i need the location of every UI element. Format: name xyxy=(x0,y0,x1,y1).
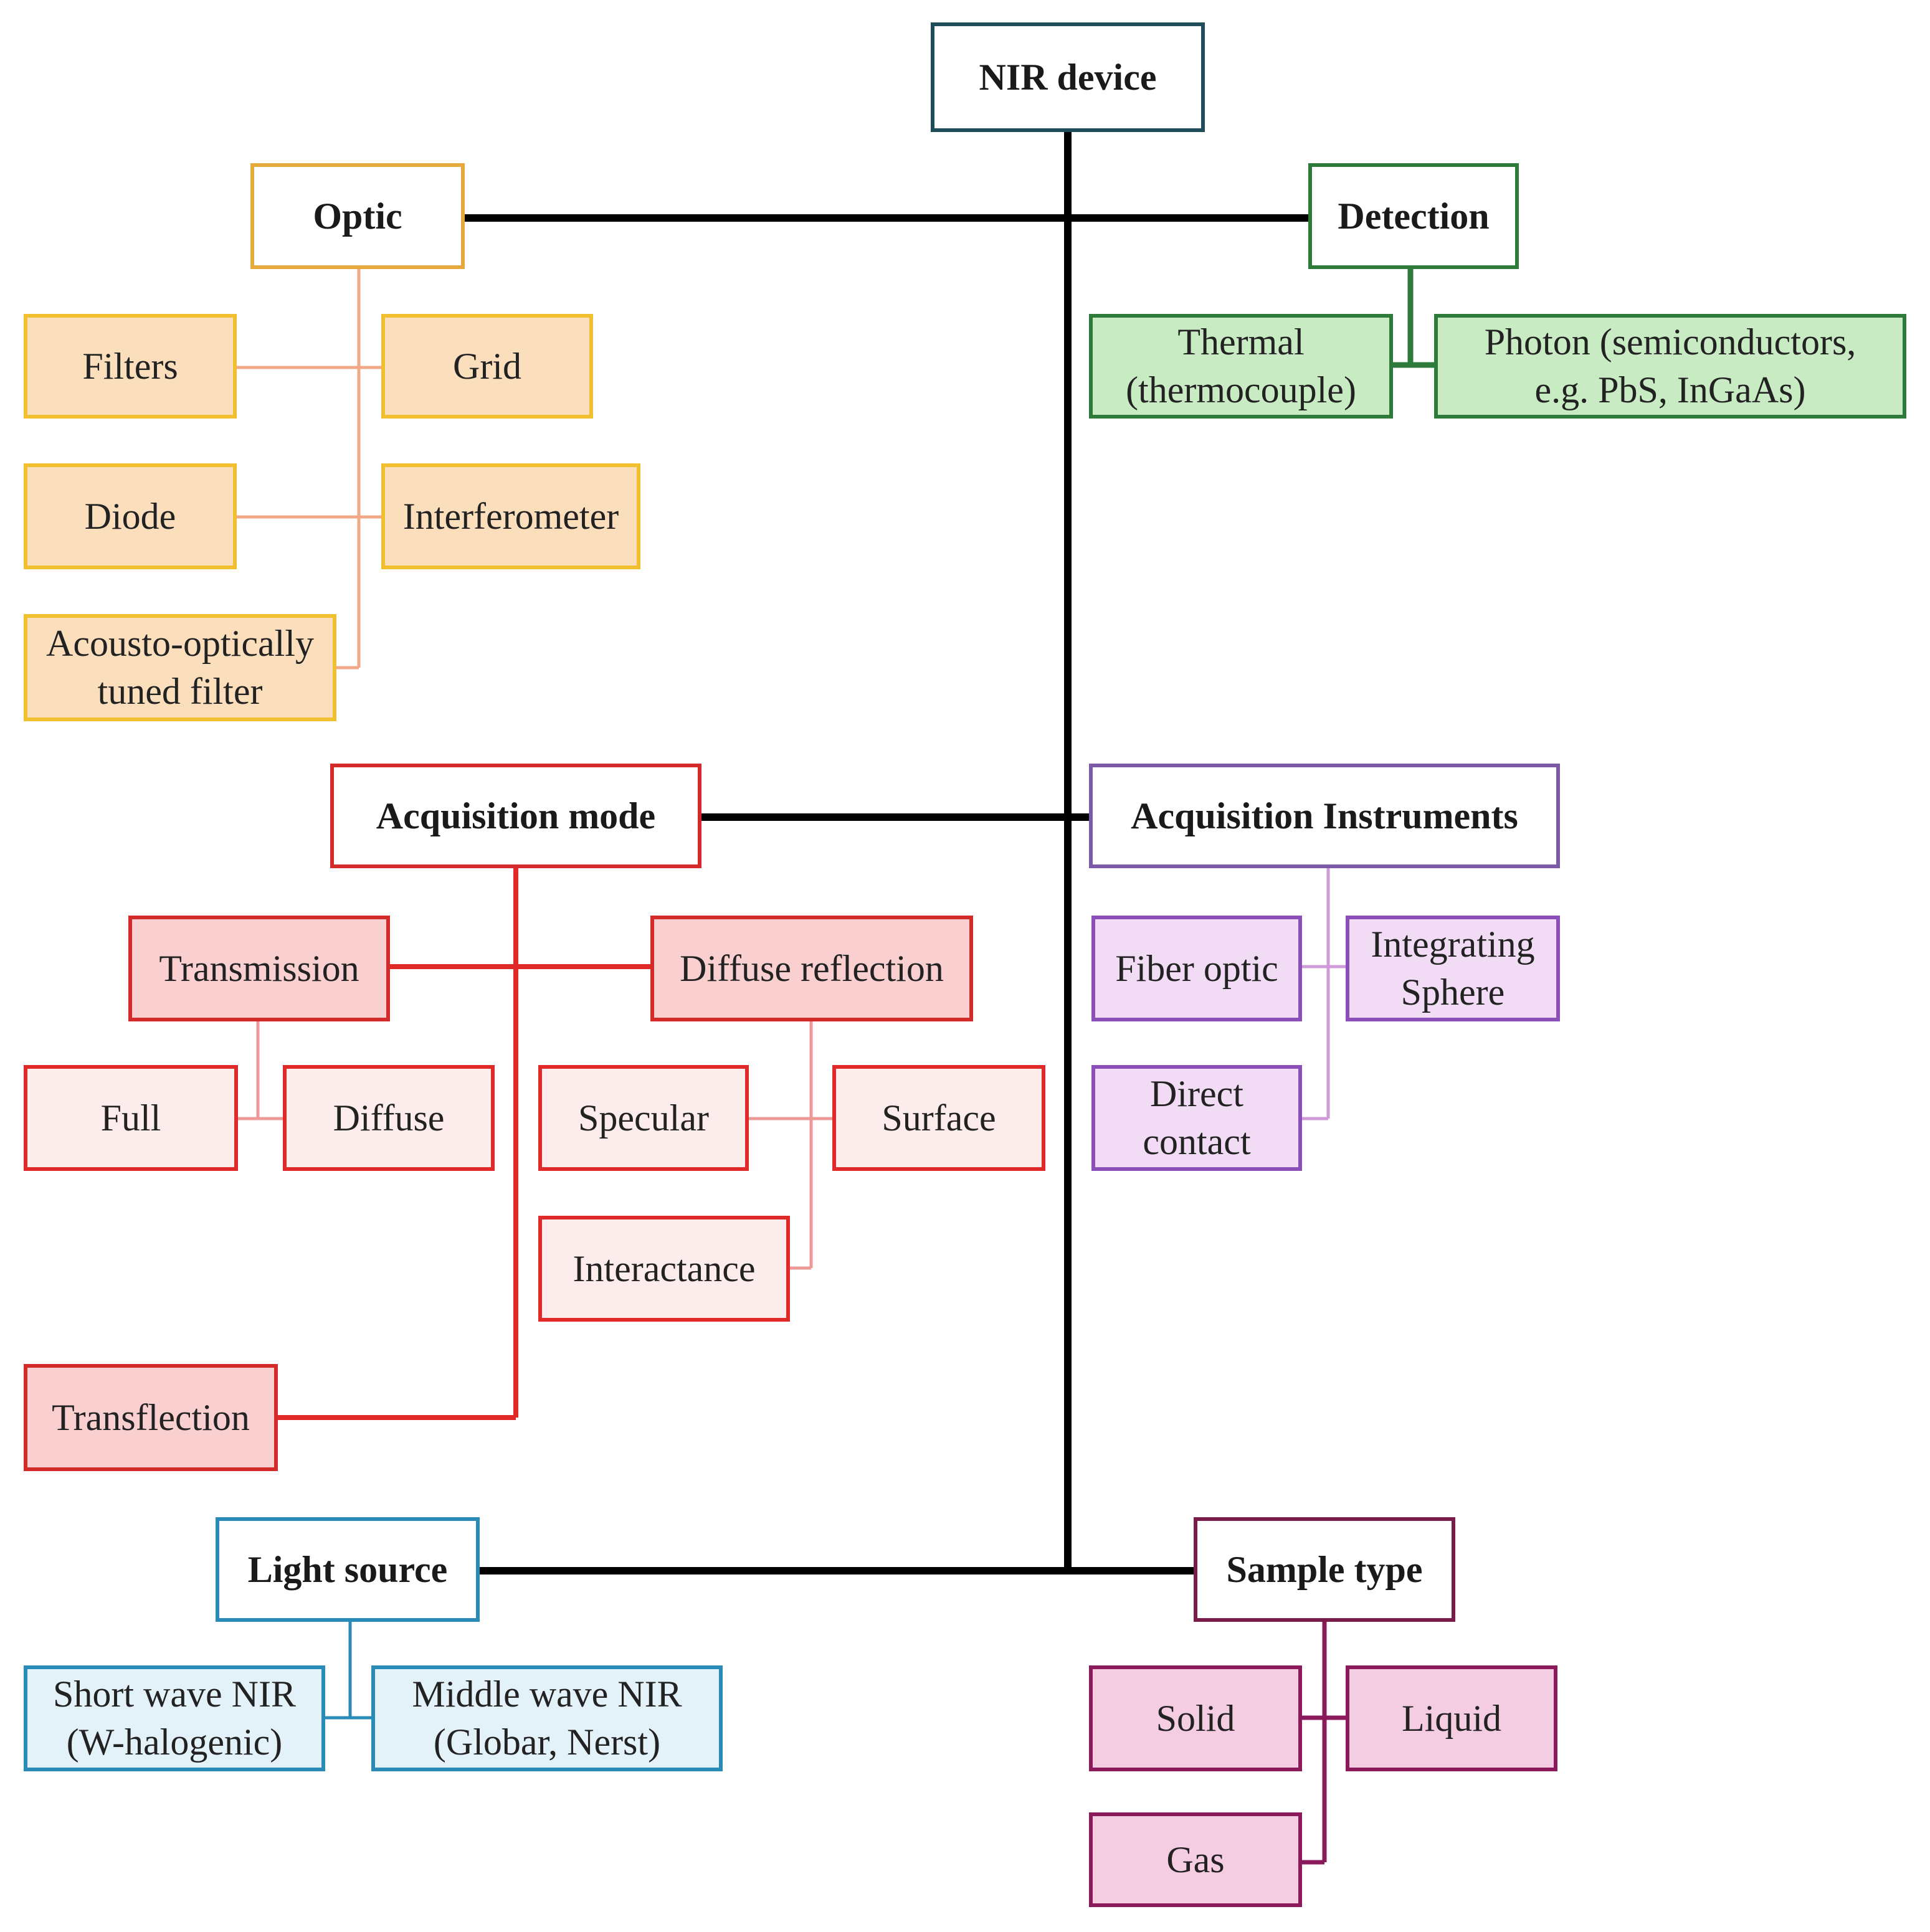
short-wave-label-line-2: (W-halogenic) xyxy=(66,1721,283,1763)
optic-label: Optic xyxy=(313,195,402,237)
node-surface: Surface xyxy=(832,1065,1045,1171)
nir-device-label: NIR device xyxy=(979,56,1157,98)
node-transflection: Transflection xyxy=(24,1364,278,1471)
integrating-sphere-label-line-2: Sphere xyxy=(1400,972,1505,1013)
acquisition-mode-label: Acquisition mode xyxy=(376,795,656,836)
node-acquisition-mode: Acquisition mode xyxy=(330,764,701,868)
node-gas: Gas xyxy=(1089,1812,1302,1907)
photon-label-line-2: e.g. PbS, InGaAs) xyxy=(1534,369,1806,410)
trunk-lines xyxy=(465,132,1308,1574)
integrating-sphere-label-line-1: Integrating xyxy=(1371,924,1535,965)
transflection-label: Transflection xyxy=(52,1396,250,1438)
node-direct-contact: Direct contact xyxy=(1091,1065,1302,1171)
node-nir-device: NIR device xyxy=(931,22,1205,132)
middle-wave-label-line-1: Middle wave NIR xyxy=(412,1674,682,1715)
node-light-source: Light source xyxy=(216,1517,480,1622)
node-transmission: Transmission xyxy=(128,916,390,1021)
fiber-optic-label: Fiber optic xyxy=(1115,947,1278,989)
short-wave-label-line-1: Short wave NIR xyxy=(53,1674,296,1715)
diffuse-reflection-label: Diffuse reflection xyxy=(680,947,944,989)
aotf-label-line-2: tuned filter xyxy=(97,671,263,712)
acquisition-instruments-label: Acquisition Instruments xyxy=(1131,795,1518,836)
diffuse-label: Diffuse xyxy=(333,1097,445,1139)
direct-contact-label-line-1: Direct xyxy=(1150,1073,1243,1115)
liquid-label: Liquid xyxy=(1402,1697,1501,1739)
light-source-branch-lines xyxy=(325,1622,371,1720)
full-label: Full xyxy=(100,1097,161,1139)
diode-label: Diode xyxy=(84,495,176,537)
grid-label: Grid xyxy=(453,345,521,387)
specular-label: Specular xyxy=(578,1097,709,1139)
acquisition-mode-branch-lines xyxy=(278,868,650,1420)
node-interactance: Interactance xyxy=(538,1216,790,1322)
node-fiber-optic: Fiber optic xyxy=(1091,916,1302,1021)
interactance-label: Interactance xyxy=(573,1248,756,1289)
detection-label: Detection xyxy=(1338,195,1490,237)
node-liquid: Liquid xyxy=(1346,1665,1557,1771)
sample-type-branch-lines xyxy=(1302,1622,1346,1865)
node-solid: Solid xyxy=(1089,1665,1302,1771)
node-specular: Specular xyxy=(538,1065,749,1171)
acquisition-sub-branch-lines xyxy=(238,1021,832,1270)
solid-label: Solid xyxy=(1156,1697,1235,1739)
optic-branch-lines xyxy=(237,269,381,670)
instruments-branch-lines xyxy=(1302,868,1346,1120)
node-thermal: Thermal (thermocouple) xyxy=(1089,314,1393,419)
node-short-wave-nir: Short wave NIR (W-halogenic) xyxy=(24,1665,325,1771)
node-sample-type: Sample type xyxy=(1194,1517,1455,1622)
thermal-label-line-1: Thermal xyxy=(1177,321,1305,363)
node-diffuse-reflection: Diffuse reflection xyxy=(650,916,973,1021)
light-source-label: Light source xyxy=(247,1548,448,1590)
middle-wave-label-line-2: (Globar, Nerst) xyxy=(433,1721,661,1763)
node-acousto-optically-tuned-filter: Acousto-optically tuned filter xyxy=(24,614,336,721)
thermal-label-line-2: (thermocouple) xyxy=(1126,369,1356,410)
detection-branch-lines xyxy=(1393,269,1434,368)
node-diffuse: Diffuse xyxy=(283,1065,495,1171)
interferometer-label: Interferometer xyxy=(402,495,619,537)
surface-label: Surface xyxy=(882,1097,996,1139)
gas-label: Gas xyxy=(1166,1839,1225,1880)
node-filters: Filters xyxy=(24,314,237,419)
direct-contact-label-line-2: contact xyxy=(1143,1121,1251,1162)
node-full: Full xyxy=(24,1065,238,1171)
node-optic: Optic xyxy=(250,163,465,269)
sample-type-label: Sample type xyxy=(1226,1548,1423,1590)
node-detection: Detection xyxy=(1308,163,1519,269)
node-acquisition-instruments: Acquisition Instruments xyxy=(1089,764,1560,868)
node-grid: Grid xyxy=(381,314,593,419)
transmission-label: Transmission xyxy=(159,947,359,989)
filters-label: Filters xyxy=(82,345,178,387)
node-photon: Photon (semiconductors, e.g. PbS, InGaAs… xyxy=(1434,314,1906,419)
node-middle-wave-nir: Middle wave NIR (Globar, Nerst) xyxy=(371,1665,723,1771)
aotf-label-line-1: Acousto-optically xyxy=(46,623,314,665)
photon-label-line-1: Photon (semiconductors, xyxy=(1484,321,1856,363)
node-integrating-sphere: Integrating Sphere xyxy=(1346,916,1560,1021)
node-interferometer: Interferometer xyxy=(381,463,640,569)
node-diode: Diode xyxy=(24,463,237,569)
